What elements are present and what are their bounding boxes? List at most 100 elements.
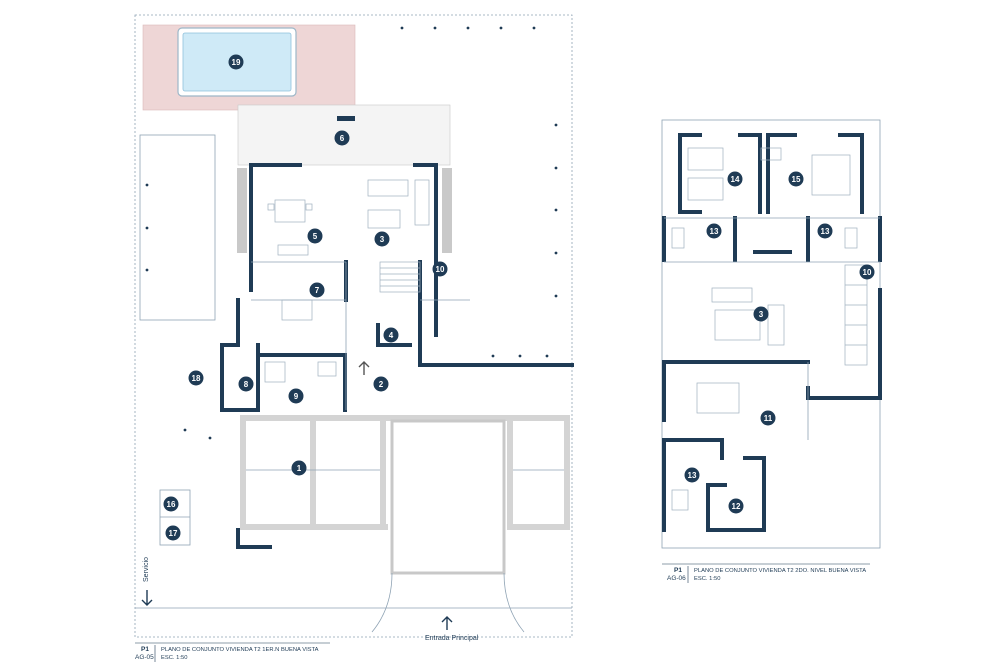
dot [491,354,495,358]
wall [678,133,702,214]
armchairs [414,179,430,226]
wall [806,288,882,400]
garden-dots [145,26,558,440]
room-badge: 14 [727,171,743,187]
shower [844,227,858,249]
dot [183,428,187,432]
room-badge: 4 [383,327,399,343]
sideboard [277,244,309,256]
main-entrance-label: Entrada Principal [425,635,479,642]
stairs-outline [844,264,868,366]
dot [532,26,536,30]
badge-circle [288,388,304,404]
bed [687,147,724,171]
badge-circle [728,498,744,514]
badge-circle [383,327,399,343]
dot [433,26,437,30]
pergola-post [507,415,513,530]
entry-arrow-icon [358,361,370,375]
room-badge: 2 [373,376,389,392]
site-boundary [134,14,573,638]
badge-circle [334,130,350,146]
service-label: Servicio [143,557,150,582]
badge-circle [188,370,204,386]
wall [706,456,766,532]
badge-number: 11 [764,414,773,423]
main-entrance-arrow-icon [441,616,453,630]
badge-number: 4 [389,331,394,340]
armchair [767,304,785,346]
dining-table [274,199,306,223]
badge-number: 14 [731,175,740,184]
title-block-second-level: P1 AG-06 PLANO DE CONJUNTO VIVIENDA T2 2… [662,563,870,583]
badge-number: 18 [192,374,201,383]
plan-frame [661,119,881,549]
stairs [844,264,868,366]
bed [687,177,724,201]
garden-strip [139,134,216,321]
badge-circle [432,261,448,277]
sink [317,361,337,377]
badge-number: 9 [294,392,299,401]
badge-circle [859,264,875,280]
grill [337,116,355,121]
badge-circle [684,467,700,483]
badge-number: 10 [863,268,872,277]
bed [696,382,740,414]
badge-circle [706,223,722,239]
room-badge: 3 [374,231,390,247]
room-badge: 1 [291,460,307,476]
pergola-beam [507,524,570,530]
room-badge: 10 [432,261,448,277]
driveway [390,419,506,575]
badge-number: 2 [379,380,384,389]
badge-circle [788,171,804,187]
dot [554,251,558,255]
plan-title: PLANO DE CONJUNTO VIVIENDA T2 1ER.N BUEN… [161,647,319,653]
sofa [367,179,409,197]
room-badges-second-level: 14 15 13 13 10 3 11 13 12 [684,171,875,514]
room-badge: 5 [307,228,323,244]
badge-number: 10 [436,265,445,274]
wall [260,353,347,412]
dot [499,26,503,30]
dot [545,354,549,358]
wall [838,133,864,214]
bed [811,154,851,196]
wall [413,163,438,264]
sofa [711,287,753,303]
room-badge: 17 [165,525,181,541]
kitchen-island [281,299,313,321]
badge-circle [373,376,389,392]
dot [145,268,149,272]
badge-number: 16 [167,500,176,509]
badge-circle [753,306,769,322]
badge-circle [817,223,833,239]
dot [466,26,470,30]
sheet-code-bottom: AG-05 [135,654,154,661]
room-badge: 12 [728,498,744,514]
badge-circle [291,460,307,476]
wall [666,438,724,460]
rear-terrace [237,104,451,166]
room-badge: 15 [788,171,804,187]
side-wall [237,168,247,253]
badge-number: 13 [710,227,719,236]
dot [518,354,522,358]
driveway-curve [371,572,393,633]
badge-circle [374,231,390,247]
badge-number: 17 [169,529,178,538]
badge-number: 12 [732,502,741,511]
room-badge: 13 [817,223,833,239]
plan-scale: ESC. 1:50 [161,655,187,661]
badge-number: 13 [821,227,830,236]
shower [671,227,685,249]
wall [236,528,272,549]
dot [554,123,558,127]
stairs [379,261,421,293]
service-boxes [159,489,191,546]
room-badge: 13 [706,223,722,239]
sheet-code-top: P1 [141,646,149,653]
room-badge: 11 [760,410,776,426]
